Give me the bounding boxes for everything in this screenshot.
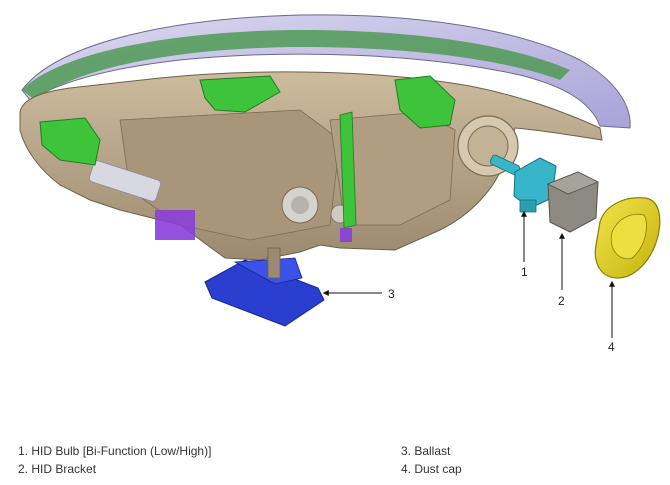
legend-item-4: 4. Dust cap: [401, 462, 462, 476]
callout-number-4: 4: [608, 340, 615, 354]
ballast: [204, 247, 325, 327]
hid-bracket: [547, 171, 599, 233]
callout-number-3: 3: [388, 287, 395, 301]
callout-arrows: [322, 210, 615, 338]
legend-item-3: 3. Ballast: [401, 444, 451, 458]
legend-item-2: 2. HID Bracket: [18, 462, 97, 476]
dust-cap: [594, 197, 661, 279]
headlamp-lens: [21, 14, 631, 129]
callout-number-1: 1: [521, 265, 528, 279]
headlamp-housing: [19, 71, 603, 261]
callout-number-2: 2: [558, 294, 565, 308]
hid-bulb: [489, 154, 557, 213]
headlamp-exploded-diagram: 1 2 3 4: [19, 14, 661, 354]
mounting-brackets: [39, 75, 456, 229]
legend-item-1: 1. HID Bulb [Bi-Function (Low/High)]: [18, 444, 212, 458]
